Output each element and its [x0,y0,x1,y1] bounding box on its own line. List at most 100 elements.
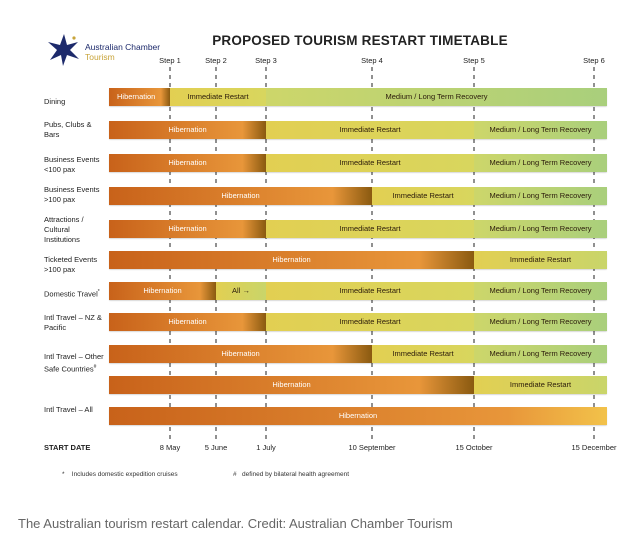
logo-star-icon [48,34,79,66]
segment-label-hibernation: Hibernation [117,92,156,101]
segment-hibernation: Hibernation [109,251,474,269]
logo-line1: Australian Chamber [85,42,161,52]
segment-hibernation: Hibernation [109,187,372,205]
row-label-3: Business Events <100 pax [44,155,100,174]
segment-recovery: Medium / Long Term Recovery [474,313,607,331]
segment-recovery: Medium / Long Term Recovery [474,121,607,139]
segment-hibernation: Hibernation [109,121,266,139]
step-label-2: Step 2 [205,56,227,65]
segment-hibernation: Hibernation [109,376,474,394]
step-label-3: Step 3 [255,56,277,65]
chart-title: PROPOSED TOURISM RESTART TIMETABLE [212,33,508,48]
footnote-1-text: Includes domestic expedition cruises [71,471,178,478]
step-label-6: Step 6 [583,56,605,65]
segment-label-hibernation: Hibernation [168,317,207,326]
timeline-bar: Hibernation Immediate Restart Medium / Lon… [109,121,607,139]
segment-label-immediate: Immediate Restart [339,317,401,326]
segment-label-immediate: Immediate Restart [339,125,401,134]
segment-label-recovery: Medium / Long Term Recovery [489,191,592,200]
footnote-1: * Includes domestic expedition cruises [62,471,178,478]
segment-label-immediate: Immediate Restart [392,191,454,200]
timeline-bar: Hibernation Immediate Restart Medium / Lon… [109,313,607,331]
segment-label-recovery: Medium / Long Term Recovery [489,158,592,167]
segment-recovery: Medium / Long Term Recovery [474,220,607,238]
timeline-bar: Hibernation All → Immediate Restart Medium … [109,282,607,300]
segment-recovery: Medium / Long Term Recovery [474,187,607,205]
segment-immediate: Immediate Restart [372,187,474,205]
segment-label-immediate: Immediate Restart [339,286,401,295]
segment-label-hibernation: Hibernation [168,224,207,233]
timeline-bar: Hibernation [109,407,607,425]
row-label-sup-7: * [97,289,100,295]
timeline-bar: Hibernation Immediate Restart Medium / Lon… [109,345,607,363]
row-label-1: Dining [44,97,66,106]
segment-label-immediate: Immediate Restart [509,380,572,389]
segment-label-immediate: Immediate Restart [187,92,249,101]
logo-text: Australian Chamber Tourism [85,42,160,62]
segment-immediate: Immediate Restart [266,121,474,139]
timeline-bar: Hibernation Immediate Restart Medium / Lon… [109,220,607,238]
row-label-4: Business Events >100 pax [44,185,100,204]
segment-immediate: Immediate Restart [474,376,607,394]
timeline-bar: Hibernation Immediate Restart Medium / Lon… [109,187,607,205]
segment-label-immediate: Immediate Restart [339,158,401,167]
segment-recovery: Medium / Long Term Recovery [474,345,607,363]
footnote-1-mark: * [62,471,65,478]
image-caption: The Australian tourism restart calendar.… [18,516,453,531]
segment-immediate: Immediate Restart [266,282,474,300]
segment-label-recovery: Medium / Long Term Recovery [489,317,592,326]
segment-label-hibernation: Hibernation [272,380,311,389]
segment-label-immediate: Immediate Restart [339,224,401,233]
step-label-1: Step 1 [159,56,181,65]
segment-label-hibernation: Hibernation [168,158,207,167]
row-label-9: Intl Travel – Other Safe Countries# [44,352,104,374]
segment-hibernation: Hibernation [109,88,170,106]
segment-hibernation: Hibernation [109,154,266,172]
segment-label-immediate: Immediate Restart [392,349,454,358]
segment-label-recovery: Medium / Long Term Recovery [489,125,592,134]
segment-label-immediate: Immediate Restart [509,255,572,264]
segment-recovery: Medium / Long Term Recovery [474,154,607,172]
segment-immediate: Immediate Restart [266,154,474,172]
logo-line2: Tourism [85,52,115,62]
segment-hibernation: Hibernation [109,220,266,238]
date-label-1: 8 May [159,443,181,452]
segment-label-recovery: Medium / Long Term Recovery [489,286,592,295]
segment-label-hibernation: Hibernation [143,286,182,295]
row-label-sup-9: # [93,364,97,370]
step-label-5: Step 5 [463,56,485,65]
timeline-bar: Hibernation Immediate Restart Medium / Lon… [109,88,607,106]
date-label-5: 15 October [455,443,493,452]
footnote-2: # defined by bilateral health agreement [233,471,349,478]
date-label-6: 15 December [571,443,617,452]
step-label-4: Step 4 [361,56,383,65]
segment-immediate: All → [216,282,266,300]
segment-label-hibernation: Hibernation [338,411,378,420]
date-label-3: 1 July [256,443,276,452]
segment-hibernation: Hibernation [109,282,216,300]
row-label-10: Intl Travel – All [44,405,93,414]
segment-recovery: Medium / Long Term Recovery [266,88,607,106]
segment-hibernation: Hibernation [109,407,607,425]
segment-label-hibernation: Hibernation [272,255,311,264]
segment-label-hibernation: Hibernation [221,191,260,200]
row-label-7: Domestic Travel* [44,289,100,299]
date-label-4: 10 September [348,443,396,452]
segment-immediate: Immediate Restart [372,345,474,363]
segment-label-hibernation: Hibernation [168,125,207,134]
segment-hibernation: Hibernation [109,345,372,363]
timeline-bar: Hibernation Immediate Restart Medium / Lon… [109,154,607,172]
segment-immediate: Immediate Restart [474,251,607,269]
segment-label-hibernation: Hibernation [221,349,260,358]
timetable-chart: Australian Chamber Tourism PROPOSED TOUR… [44,33,617,478]
segment-immediate: Immediate Restart [170,88,266,106]
start-date-label: START DATE [44,443,91,452]
segment-hibernation: Hibernation [109,313,266,331]
row-label-8: Intl Travel – NZ & Pacific [44,313,102,332]
segment-immediate: Immediate Restart [266,220,474,238]
segment-label-recovery: Medium / Long Term Recovery [489,224,592,233]
row-label-5: Attractions / Cultural Institutions [44,215,84,244]
row-label-6: Ticketed Events >100 pax [44,255,98,274]
footnote-2-text: defined by bilateral health agreement [242,471,350,478]
segment-label-recovery: Medium / Long Term Recovery [385,92,488,101]
